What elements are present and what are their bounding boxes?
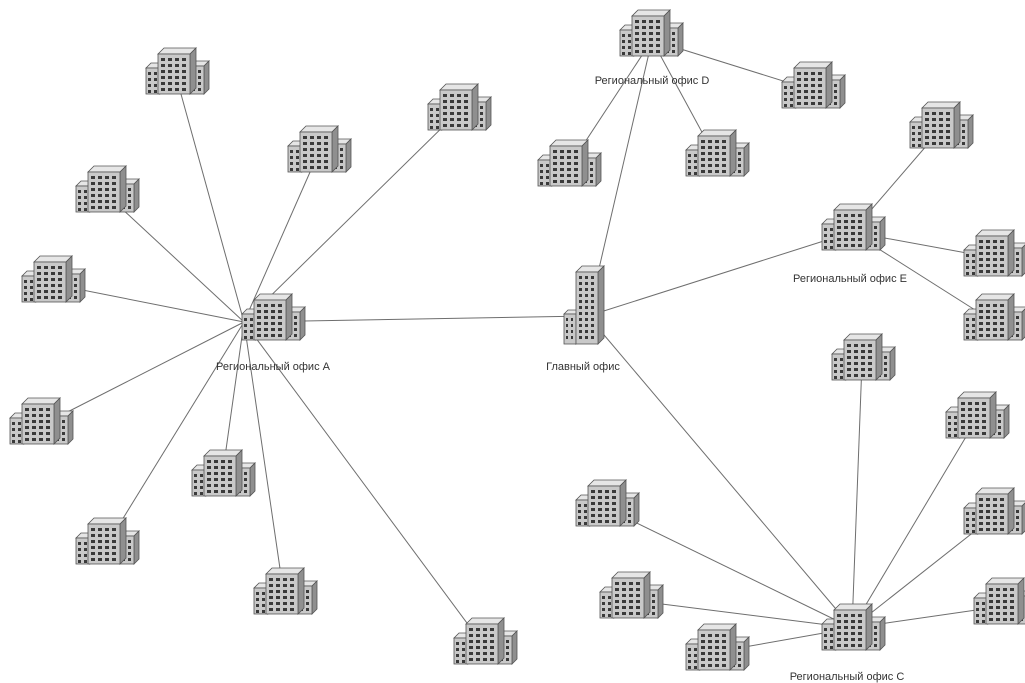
office-building-icon-c2 — [599, 571, 664, 619]
office-building-icon-a5 — [75, 517, 140, 565]
office-building-icon-a3 — [21, 255, 86, 303]
label-e: Региональный офис E — [793, 273, 907, 285]
connection-line-c-c1 — [605, 507, 853, 629]
office-building-icon-c1 — [575, 479, 640, 527]
connection-line-a-a2 — [105, 193, 245, 323]
office-building-icon-c6 — [963, 487, 1025, 535]
office-building-icon-a9 — [287, 125, 352, 173]
node-labels: Главный офис Региональный офис A Региональ… — [216, 75, 907, 683]
office-building-icon-c3 — [685, 623, 750, 671]
office-building-icon-a6 — [191, 449, 256, 497]
connection-line-a-a1 — [175, 75, 245, 323]
office-building-icon-d — [619, 9, 684, 57]
office-building-icon-c4 — [831, 333, 896, 381]
label-hq: Главный офис — [546, 361, 620, 373]
office-building-icon-a1 — [145, 47, 210, 95]
connection-line-c-c5 — [851, 419, 977, 629]
office-building-icon-a4 — [9, 397, 74, 445]
office-building-icon-e1 — [909, 101, 974, 149]
connection-line-c-c4 — [851, 361, 863, 629]
connection-line-a-a7 — [243, 321, 285, 597]
connection-line-a-a4 — [39, 321, 245, 427]
label-a: Региональный офис A — [216, 361, 331, 373]
label-d: Региональный офис D — [595, 75, 710, 87]
office-building-icon-a — [241, 293, 306, 341]
office-building-icon-c — [821, 603, 886, 651]
connection-line-hq-e — [587, 231, 853, 317]
connection-line-c-c6 — [851, 515, 995, 629]
office-building-icon-e — [821, 203, 886, 251]
office-building-icon-e2 — [963, 229, 1025, 277]
connection-line-a-a10 — [243, 111, 459, 323]
office-building-icon-c7 — [973, 577, 1025, 625]
connection-line-hq-c — [587, 315, 853, 629]
headquarters-building-icon-hq — [563, 265, 605, 345]
office-building-icon-a10 — [427, 83, 492, 131]
label-c: Региональный офис C — [790, 671, 905, 683]
building-nodes — [9, 9, 1025, 671]
office-building-icon-c5 — [945, 391, 1010, 439]
office-building-icon-a2 — [75, 165, 140, 213]
office-building-icon-d1 — [537, 139, 602, 187]
office-building-icon-a8 — [453, 617, 518, 665]
connection-line-c-c2 — [629, 599, 853, 629]
connection-line-a-a9 — [243, 153, 319, 323]
office-building-icon-d2 — [685, 129, 750, 177]
office-building-icon-a7 — [253, 567, 318, 615]
connection-line-a-a5 — [105, 321, 245, 547]
office-building-icon-d3 — [781, 61, 846, 109]
connection-line-a-a8 — [243, 321, 485, 647]
office-building-icon-e3 — [963, 293, 1025, 341]
